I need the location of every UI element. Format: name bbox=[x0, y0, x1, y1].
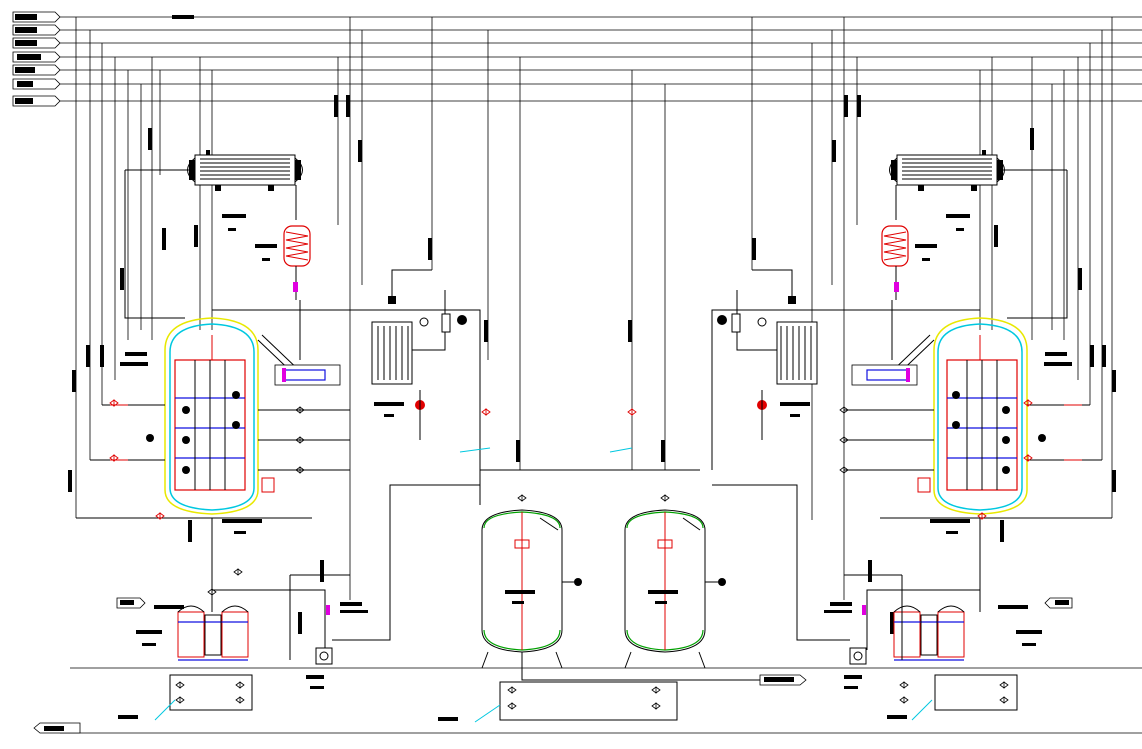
header-tags bbox=[12, 11, 61, 107]
tank-1 bbox=[481, 509, 582, 669]
left-reactor bbox=[120, 317, 341, 534]
right-pipe-tags bbox=[752, 95, 1116, 634]
header-tag-6 bbox=[12, 78, 61, 90]
header-tag-7 bbox=[12, 95, 61, 107]
left-filter bbox=[116, 597, 249, 661]
header-tag-3 bbox=[12, 37, 61, 49]
left-risers bbox=[75, 17, 521, 600]
header-tag-4 bbox=[12, 51, 61, 63]
right-pump bbox=[824, 602, 867, 689]
header-tag-2 bbox=[12, 24, 61, 36]
valve-markers bbox=[109, 399, 1033, 710]
right-unit bbox=[711, 17, 1116, 721]
right-reactor bbox=[851, 317, 1072, 534]
right-risers bbox=[751, 17, 1113, 600]
right-condenser bbox=[889, 154, 1005, 231]
left-condenser bbox=[187, 154, 303, 231]
base-lines bbox=[33, 667, 1142, 734]
right-receiver bbox=[881, 185, 937, 300]
left-hx bbox=[371, 269, 467, 440]
center-tanks bbox=[438, 70, 807, 723]
left-pump bbox=[306, 602, 368, 689]
left-pipe-tags bbox=[68, 95, 520, 634]
right-hx bbox=[717, 269, 818, 440]
header-tag-5 bbox=[12, 64, 61, 76]
header-tag-1 bbox=[12, 11, 61, 23]
right-filter bbox=[893, 597, 1073, 661]
left-unit bbox=[68, 17, 521, 721]
left-receiver bbox=[255, 185, 311, 300]
header-lines bbox=[60, 15, 1142, 102]
tank-2 bbox=[624, 509, 726, 669]
